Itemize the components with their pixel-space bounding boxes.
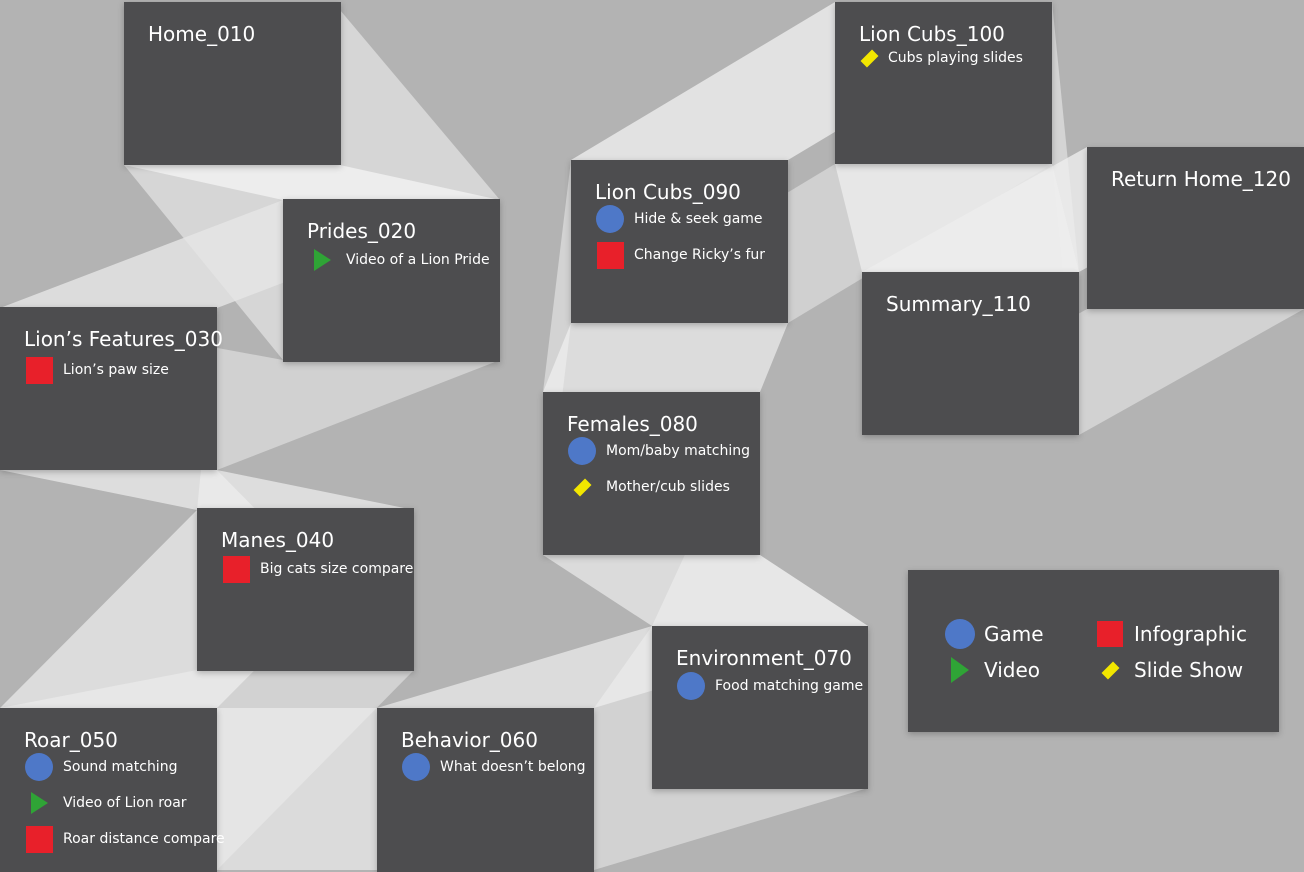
item-label: What doesn’t belong	[440, 759, 586, 775]
video-play-icon	[307, 245, 337, 275]
card-title: Females_080	[567, 412, 698, 436]
card-title: Roar_050	[24, 728, 118, 752]
item-label: Food matching game	[715, 678, 864, 694]
infographic-square-icon	[221, 554, 251, 584]
legend-label: Game	[984, 622, 1044, 646]
item-label: Mother/cub slides	[606, 479, 730, 495]
slideshow-diamond-icon	[567, 472, 597, 502]
card-title: Lion Cubs_100	[859, 22, 1005, 46]
slideshow-diamond-icon	[859, 43, 879, 73]
card-environment-070[interactable]: Environment_070 Food matching game	[652, 626, 868, 789]
legend: Game Video Infographic Slide Show	[908, 570, 1279, 732]
beam-080-090	[543, 323, 788, 392]
infographic-square-icon	[24, 355, 54, 385]
card-item: Mom/baby matching	[567, 436, 750, 466]
card-cubs-090[interactable]: Lion Cubs_090 Hide & seek game Change Ri…	[571, 160, 788, 323]
card-title: Prides_020	[307, 219, 417, 243]
game-circle-icon	[567, 436, 597, 466]
card-title: Lion Cubs_090	[595, 180, 741, 204]
legend-item-video: Video	[944, 654, 1040, 686]
item-label: Cubs playing slides	[888, 50, 1023, 66]
game-circle-icon	[676, 671, 706, 701]
card-item: What doesn’t belong	[401, 752, 586, 782]
card-item: Cubs playing slides	[859, 43, 1023, 73]
item-label: Mom/baby matching	[606, 443, 751, 459]
card-item: Change Ricky’s fur	[595, 240, 765, 270]
card-roar-050[interactable]: Roar_050 Sound matching Video of Lion ro…	[0, 708, 225, 872]
card-title: Summary_110	[886, 292, 1031, 316]
game-circle-icon	[595, 204, 625, 234]
game-circle-icon	[24, 752, 54, 782]
card-cubs-100[interactable]: Lion Cubs_100 Cubs playing slides	[835, 2, 1052, 164]
card-item: Hide & seek game	[595, 204, 763, 234]
card-summary-110[interactable]: Summary_110	[862, 272, 1079, 435]
card-behavior-060[interactable]: Behavior_060 What doesn’t belong	[377, 708, 594, 872]
legend-item-game: Game	[944, 618, 1044, 650]
card-item: Lion’s paw size	[24, 355, 169, 385]
item-label: Video of Lion roar	[63, 795, 187, 811]
card-title: Behavior_060	[401, 728, 538, 752]
game-circle-icon	[401, 752, 431, 782]
video-play-icon	[24, 788, 54, 818]
card-home-010[interactable]: Home_010	[124, 2, 341, 165]
slideshow-diamond-icon	[1094, 654, 1126, 686]
item-label: Sound matching	[63, 759, 178, 775]
card-item: Roar distance compare	[24, 824, 225, 854]
legend-label: Video	[984, 658, 1041, 682]
card-title: Lion’s Features_030	[24, 327, 223, 351]
card-females-080[interactable]: Females_080 Mom/baby matching Mother/cub…	[543, 392, 760, 555]
legend-label: Slide Show	[1134, 658, 1244, 682]
item-label: Hide & seek game	[634, 211, 763, 227]
card-title: Return Home_120	[1111, 167, 1291, 191]
infographic-square-icon	[1094, 618, 1126, 650]
card-item: Video of a Lion Pride	[307, 245, 490, 275]
card-item: Food matching game	[676, 671, 863, 701]
card-item: Video of Lion roar	[24, 788, 187, 818]
card-item: Big cats size compare	[221, 554, 413, 584]
legend-item-infographic: Infographic	[1094, 618, 1247, 650]
card-return-home-120[interactable]: Return Home_120	[1087, 147, 1304, 309]
item-label: Lion’s paw size	[63, 362, 169, 378]
card-title: Manes_040	[221, 528, 335, 552]
card-features-030[interactable]: Lion’s Features_030 Lion’s paw size	[0, 307, 223, 470]
beam-070-080-side	[652, 392, 868, 626]
legend-item-slideshow: Slide Show	[1094, 654, 1243, 686]
card-prides-020[interactable]: Prides_020 Video of a Lion Pride	[283, 199, 500, 362]
card-title: Home_010	[148, 22, 256, 46]
game-circle-icon	[944, 618, 976, 650]
card-item: Mother/cub slides	[567, 472, 730, 502]
card-manes-040[interactable]: Manes_040 Big cats size compare	[197, 508, 414, 671]
card-item: Sound matching	[24, 752, 177, 782]
infographic-square-icon	[24, 824, 54, 854]
item-label: Change Ricky’s fur	[634, 247, 766, 263]
video-play-icon	[944, 654, 976, 686]
infographic-square-icon	[595, 240, 625, 270]
card-title: Environment_070	[676, 646, 852, 670]
legend-label: Infographic	[1134, 622, 1247, 646]
item-label: Roar distance compare	[63, 831, 225, 847]
item-label: Video of a Lion Pride	[346, 252, 490, 268]
item-label: Big cats size compare	[260, 561, 414, 577]
